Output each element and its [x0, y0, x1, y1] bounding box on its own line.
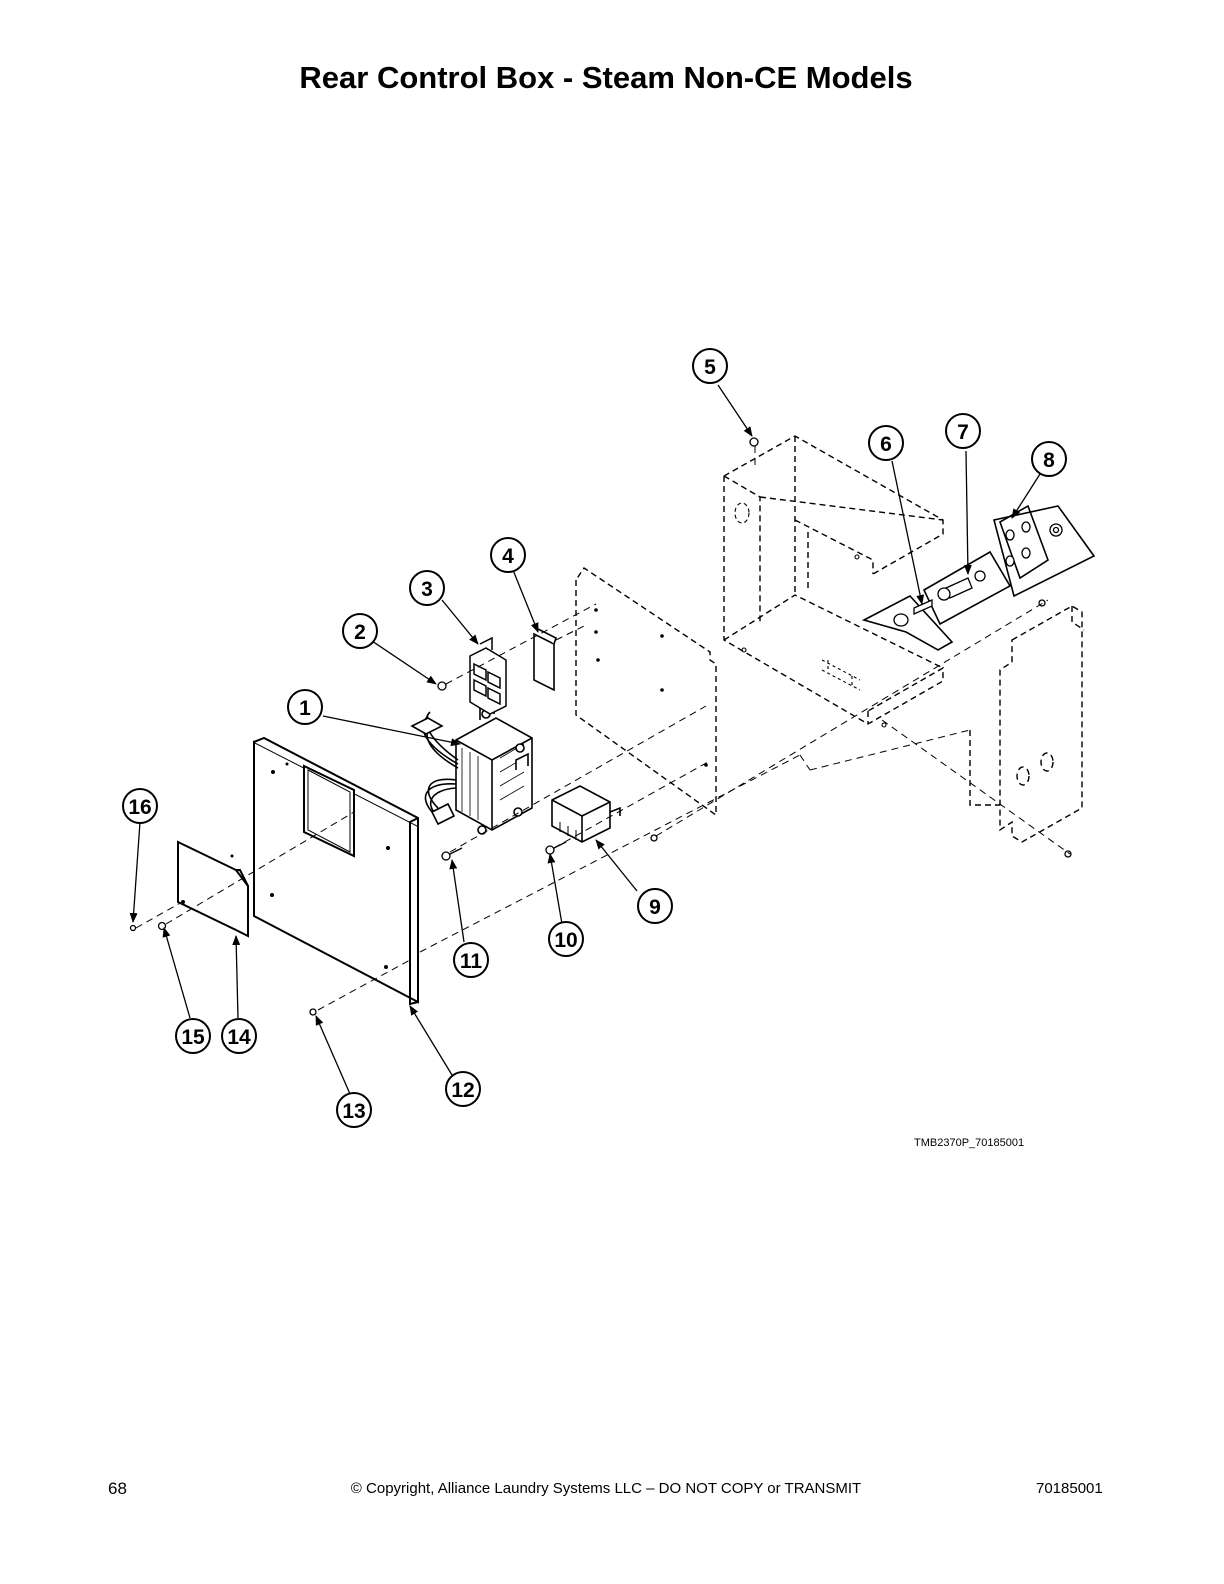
callout-11: [453, 942, 489, 978]
control-box-housing: [723, 435, 944, 725]
front-panel: [253, 736, 419, 1006]
callout-14: [221, 1018, 257, 1054]
page-title: Rear Control Box - Steam Non-CE Models: [299, 60, 913, 95]
callout-number: 13: [342, 1100, 365, 1123]
callout-number: 1: [299, 697, 311, 720]
callout-number: 10: [554, 929, 577, 952]
callout-8: [1031, 441, 1067, 477]
callout-number: 3: [421, 578, 433, 601]
screws: [129, 437, 1072, 1016]
callout-10: [548, 921, 584, 957]
callout-number: 16: [128, 796, 151, 819]
callout-4: [490, 537, 526, 573]
transformer: [410, 698, 533, 835]
relay: [551, 785, 621, 843]
back-panel: [575, 567, 717, 817]
callout-number: 7: [957, 421, 969, 444]
page-number: 68: [108, 1479, 127, 1498]
drawing-id: TMB2370P_70185001: [914, 1137, 1024, 1149]
callout-number: 14: [227, 1026, 251, 1049]
alignment-lines: [135, 446, 1071, 1011]
terminal-block: [469, 636, 507, 715]
callout-3: [409, 570, 445, 606]
callout-7: [945, 413, 981, 449]
callout-6: [868, 425, 904, 461]
callout-9: [637, 888, 673, 924]
cover-plate: [177, 840, 249, 938]
callout-number: 5: [704, 356, 716, 379]
callout-5: [692, 348, 728, 384]
callout-number: 2: [354, 621, 366, 644]
callout-number: 11: [460, 950, 483, 973]
callout-15: [175, 1018, 211, 1054]
leader-lines: [129, 384, 1041, 1095]
callout-2: [342, 613, 378, 649]
callout-13: [336, 1092, 372, 1128]
circuit-card: [533, 627, 557, 692]
copyright-notice: © Copyright, Alliance Laundry Systems LL…: [350, 1480, 862, 1497]
callout-1: [287, 689, 323, 725]
callout-number: 15: [181, 1026, 205, 1049]
callout-16: [122, 788, 158, 824]
document-number: 70185001: [1036, 1480, 1103, 1497]
callout-12: [445, 1071, 481, 1107]
callout-number: 8: [1043, 449, 1055, 472]
callout-number: 9: [649, 896, 661, 919]
callout-number: 4: [502, 545, 514, 568]
callout-number: 6: [880, 433, 892, 456]
callout-number: 12: [451, 1079, 474, 1102]
control-box-details: [734, 502, 887, 728]
side-bracket: [969, 605, 1085, 843]
